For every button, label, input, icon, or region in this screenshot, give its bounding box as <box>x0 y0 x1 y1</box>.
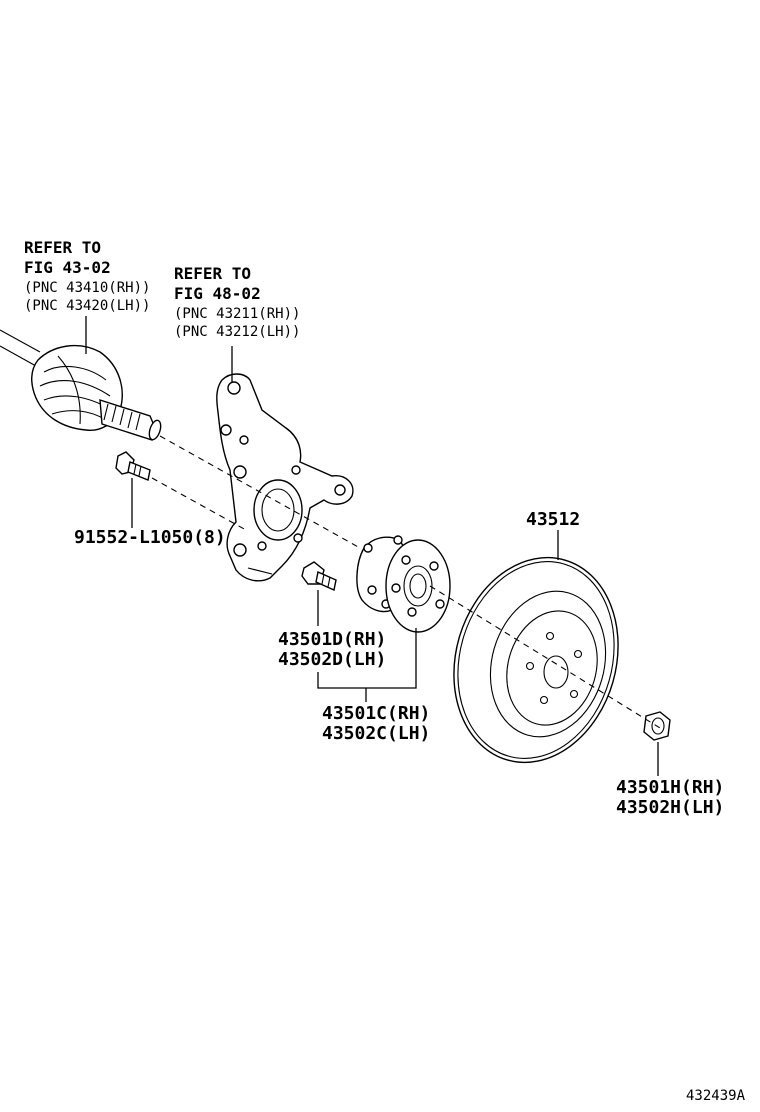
axis-line-2 <box>429 585 661 729</box>
hub-assembly-drawing <box>356 535 451 633</box>
hub-bolt-drawing <box>301 561 337 591</box>
brake-disc-drawing <box>453 556 619 764</box>
refer-knuckle-line1: REFER TO <box>174 264 252 283</box>
refer-axle-line3: (PNC 43410(RH)) <box>24 280 151 296</box>
drive-shaft-drawing <box>0 329 162 441</box>
figure-id: 432439A <box>686 1088 746 1104</box>
leader-hub-bracket <box>317 628 417 689</box>
part-number-hub-bolt-rh: 43501D(RH) <box>278 629 387 650</box>
knuckle-bolt-drawing <box>115 451 151 481</box>
refer-axle-line2: FIG 43-02 <box>24 258 111 277</box>
part-number-disc: 43512 <box>526 509 581 530</box>
refer-knuckle-line3: (PNC 43211(RH)) <box>174 306 301 322</box>
part-number-hub-lh: 43502C(LH) <box>322 723 431 744</box>
refer-knuckle-line4: (PNC 43212(LH)) <box>174 324 301 340</box>
part-number-hub-rh: 43501C(RH) <box>322 703 431 724</box>
bolt-axis-line <box>151 477 247 531</box>
part-number-nut-lh: 43502H(LH) <box>616 797 725 818</box>
steering-knuckle-drawing <box>216 373 354 582</box>
refer-axle-line1: REFER TO <box>24 238 102 257</box>
refer-axle-line4: (PNC 43420(LH)) <box>24 298 151 314</box>
part-number-bolt: 91552-L1050(8) <box>74 527 226 548</box>
axis-line <box>159 435 361 549</box>
refer-knuckle-line2: FIG 48-02 <box>174 284 261 303</box>
part-number-nut-rh: 43501H(RH) <box>616 777 725 798</box>
part-number-hub-bolt-lh: 43502D(LH) <box>278 649 387 670</box>
